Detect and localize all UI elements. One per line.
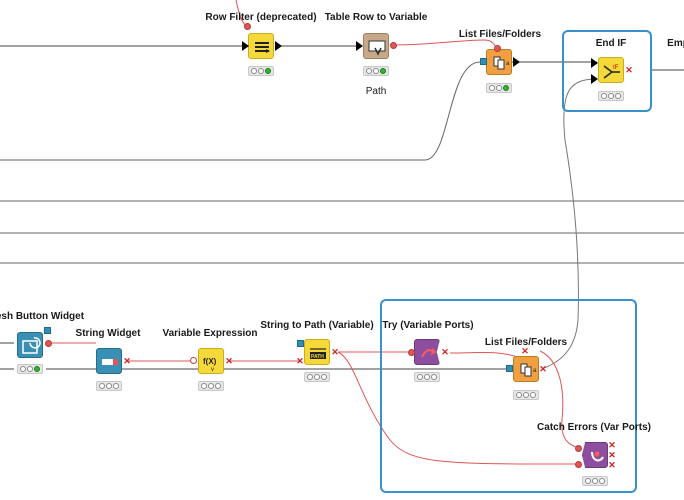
string-to-path-out-port-inactive[interactable]: ✕ — [331, 347, 339, 357]
try-icon — [421, 348, 437, 358]
catch-errors-node[interactable] — [582, 442, 608, 468]
row-filter-status — [248, 66, 274, 76]
end-if-icon: IF — [603, 65, 620, 79]
variable-expression-node[interactable]: f(X)v — [198, 348, 224, 374]
list-files-top-in-port[interactable] — [480, 58, 487, 65]
string-to-path-in-port[interactable] — [297, 340, 304, 347]
try-var-out-port-inactive[interactable]: ✕ — [441, 347, 449, 357]
try-variable-ports-node[interactable] — [414, 339, 440, 365]
table-to-variable-icon — [368, 40, 386, 56]
variable-wire — [337, 351, 581, 465]
list-files-top-var-in-port[interactable] — [494, 45, 501, 52]
string-input-icon — [102, 359, 118, 365]
svg-text:a: a — [506, 61, 510, 67]
string-to-path-status — [304, 372, 330, 382]
end-if-selection-frame[interactable] — [562, 30, 652, 112]
variable-wire — [539, 350, 581, 449]
files-icon: a — [520, 363, 537, 377]
try-var-in-port[interactable] — [408, 349, 415, 356]
catch-errors-out-port-3-inactive[interactable]: ✕ — [608, 460, 616, 470]
list-files-top-out-port[interactable] — [513, 57, 520, 67]
catch-errors-label: Catch Errors (Var Ports) — [537, 422, 651, 433]
variable-expression-status — [198, 381, 224, 391]
path-convert-icon: PATH — [310, 348, 326, 360]
end-if-in-port-1[interactable] — [591, 58, 598, 68]
refresh-button-widget-node[interactable] — [17, 332, 43, 358]
refresh-icon — [22, 337, 41, 354]
list-files-bottom-in-port[interactable] — [506, 365, 513, 372]
refresh-button-widget-status — [17, 364, 43, 374]
table-row-to-variable-label: Table Row to Variable — [324, 12, 428, 23]
row-filter-out-port[interactable] — [275, 41, 282, 51]
end-if-out-port-inactive[interactable]: ✕ — [625, 65, 633, 75]
expression-icon: f(X)v — [203, 357, 217, 373]
end-if-in-port-2[interactable] — [591, 74, 598, 84]
variable-wire — [393, 39, 498, 53]
table-row-to-variable-node[interactable] — [363, 33, 389, 59]
svg-text:PATH: PATH — [311, 354, 324, 360]
variable-expression-label: Variable Expression — [162, 328, 258, 339]
empty-partial-label: Emp — [667, 38, 684, 49]
table-row-to-variable-comment: Path — [365, 86, 387, 97]
try-catch-selection-frame[interactable] — [380, 299, 637, 493]
files-icon: a — [493, 56, 510, 70]
catch-errors-out-port-1-inactive[interactable]: ✕ — [608, 440, 616, 450]
list-files-top-label: List Files/Folders — [458, 29, 542, 40]
data-wire — [0, 61, 481, 161]
string-widget-label: String Widget — [75, 328, 141, 339]
catch-errors-status — [582, 476, 608, 486]
string-widget-var-out-port-inactive[interactable]: ✕ — [123, 356, 131, 366]
list-files-top-node[interactable]: a — [486, 49, 512, 75]
svg-text:v: v — [211, 367, 214, 373]
list-files-top-status — [486, 83, 512, 93]
end-if-label: End IF — [595, 38, 627, 49]
variable-expression-var-out-port-inactive[interactable]: ✕ — [225, 356, 233, 366]
string-widget-node[interactable] — [96, 348, 122, 374]
filter-icon — [255, 42, 270, 53]
string-to-path-var-in-inactive[interactable]: ✕ — [296, 356, 304, 366]
list-files-bottom-status — [513, 390, 539, 400]
list-files-bottom-label: List Files/Folders — [484, 337, 568, 348]
list-files-bottom-var-in-inactive[interactable]: ✕ — [521, 346, 529, 356]
list-files-bottom-out-port-inactive[interactable]: ✕ — [539, 364, 547, 374]
svg-text:a: a — [533, 368, 537, 374]
catch-icon — [591, 451, 604, 462]
end-if-status — [598, 91, 624, 101]
refresh-button-widget-out-port[interactable] — [44, 327, 51, 334]
list-files-bottom-node[interactable]: a — [513, 356, 539, 382]
catch-errors-var-in-port-1[interactable] — [575, 445, 582, 452]
svg-text:IF: IF — [613, 65, 619, 71]
svg-text:f(X): f(X) — [203, 357, 217, 366]
row-filter-in-port[interactable] — [242, 41, 249, 51]
refresh-button-widget-var-out-port[interactable] — [45, 340, 52, 347]
table-row-to-variable-var-out-port[interactable] — [390, 42, 397, 49]
catch-errors-out-port-2-inactive[interactable]: ✕ — [608, 450, 616, 460]
row-filter-var-in-port[interactable] — [244, 23, 251, 30]
string-widget-status — [96, 381, 122, 391]
table-row-to-variable-status — [363, 66, 389, 76]
string-to-path-node[interactable]: PATH — [304, 339, 330, 365]
variable-expression-var-in-port[interactable] — [190, 357, 197, 364]
end-if-node[interactable]: IF — [598, 57, 624, 83]
row-filter-node[interactable] — [248, 33, 274, 59]
refresh-button-widget-label: resh Button Widget — [0, 311, 85, 322]
try-variable-ports-status — [414, 372, 440, 382]
table-row-to-variable-in-port[interactable] — [356, 41, 363, 51]
string-to-path-label: String to Path (Variable) — [260, 320, 374, 331]
try-variable-ports-label: Try (Variable Ports) — [382, 320, 474, 331]
data-wire — [543, 78, 598, 369]
row-filter-label: Row Filter (deprecated) — [205, 12, 317, 23]
catch-errors-var-in-port-2[interactable] — [575, 461, 582, 468]
